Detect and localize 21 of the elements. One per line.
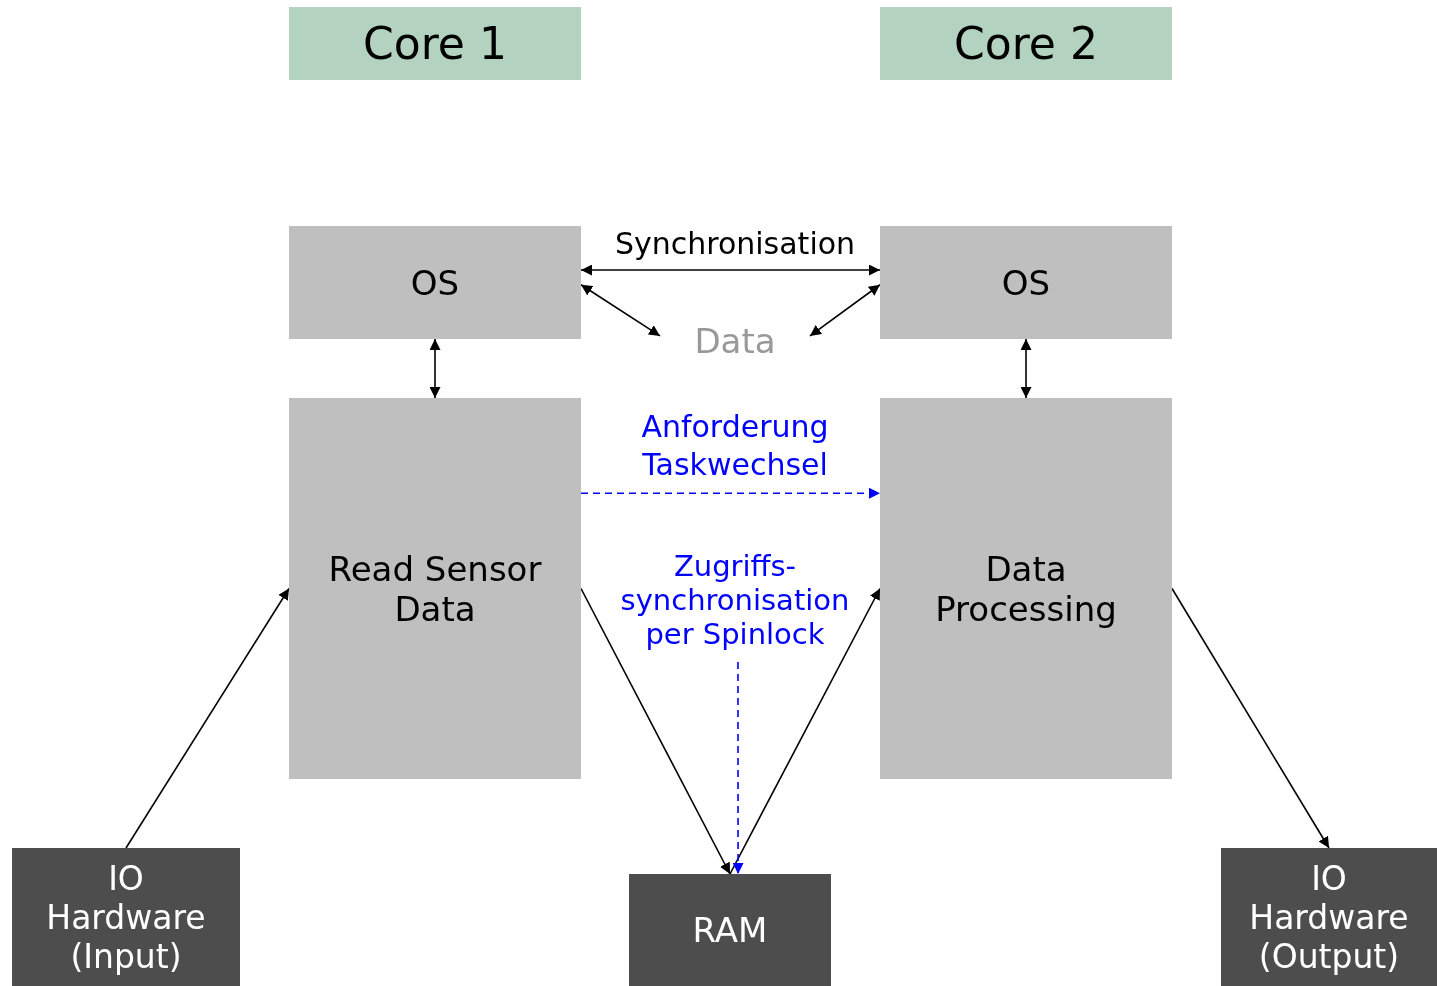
arrow [729,587,881,875]
arrow [732,661,744,875]
core-header: Core 1 [289,7,581,80]
data-text: Data [660,318,810,364]
annotation-text: Zugriffs- synchronisation per Spinlock [600,538,870,662]
arrow [580,264,881,276]
arrow [1171,587,1330,849]
os-box: OS [880,226,1172,339]
task-box: Read Sensor Data [289,398,581,779]
arrow [809,283,881,337]
arrow [580,283,661,337]
hardware-box: IO Hardware (Output) [1221,848,1437,986]
os-box: OS [289,226,581,339]
arrow [125,587,290,849]
arrow [429,338,441,399]
ram-box: RAM [629,874,831,986]
core-header: Core 2 [880,7,1172,80]
arrow [1020,338,1032,399]
hardware-box: IO Hardware (Input) [12,848,240,986]
arrow [580,487,881,499]
task-box: Data Processing [880,398,1172,779]
